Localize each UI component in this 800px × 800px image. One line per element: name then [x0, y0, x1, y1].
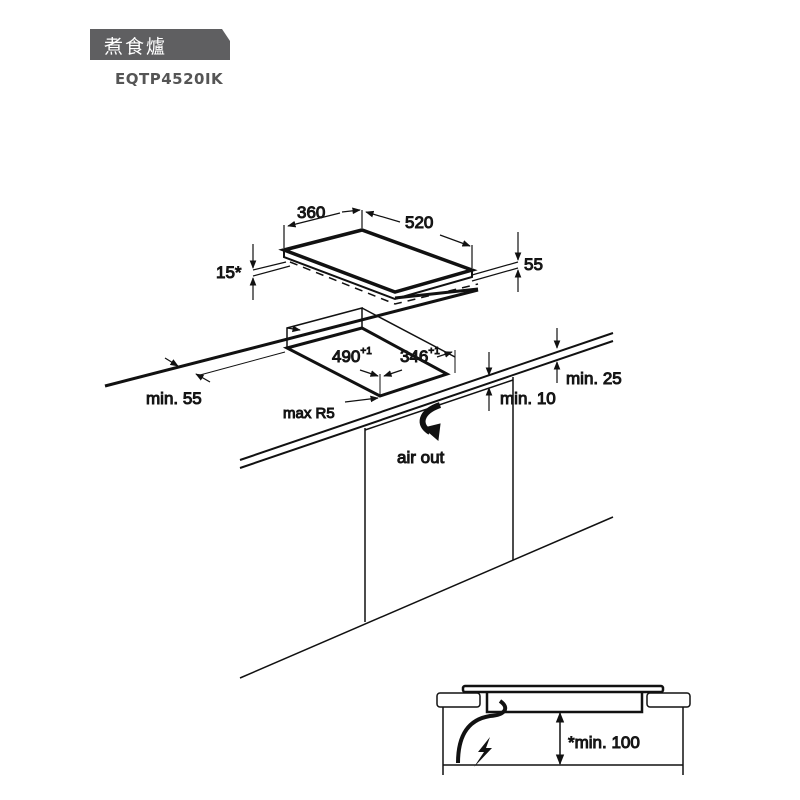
- hob-depth-label: 360: [297, 203, 325, 222]
- min-below-label: *min. 100: [568, 733, 640, 752]
- worktop-dimension-lines: [164, 325, 561, 411]
- hob-offset-label: 15*: [216, 263, 242, 282]
- hob-width-label: 520: [405, 213, 433, 232]
- detail-inset: [436, 684, 691, 775]
- air-out-label: air out: [397, 448, 445, 467]
- cutout-width-label: 490+1: [332, 346, 372, 366]
- product-category-title: 煮食爐: [104, 36, 168, 58]
- min-front-label: min. 25: [566, 369, 622, 388]
- min-gap-label: min. 10: [500, 389, 556, 408]
- model-number: EQTP4520IK: [115, 70, 224, 88]
- min-back-label: min. 55: [146, 389, 202, 408]
- air-out-arrow-icon: [419, 402, 442, 441]
- max-radius-label: max R5: [283, 405, 335, 422]
- hob-height-label: 55: [524, 255, 543, 274]
- hob-dimension-lines: [249, 207, 522, 300]
- cutout-depth-label: 346+1: [400, 346, 440, 366]
- worktop: [104, 288, 614, 679]
- hob: [278, 228, 479, 305]
- title-tab-background: [90, 29, 230, 60]
- electricity-icon: [474, 737, 492, 767]
